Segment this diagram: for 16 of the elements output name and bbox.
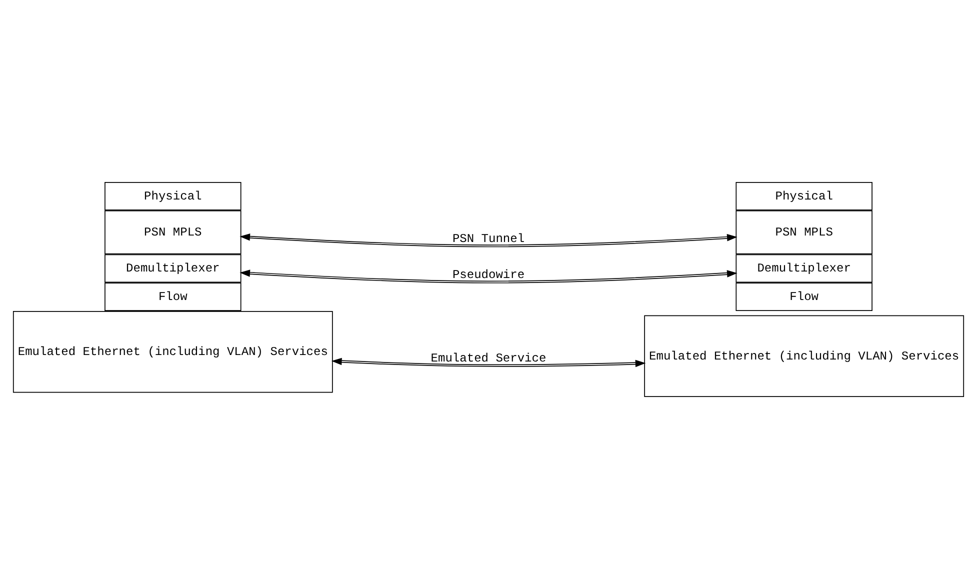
node-box: Demultiplexer bbox=[736, 254, 872, 283]
node-box: PSN MPLS bbox=[104, 210, 242, 254]
node-box: PSN MPLS bbox=[736, 210, 872, 254]
arrow bbox=[331, 358, 646, 368]
arrow bbox=[240, 234, 738, 248]
edge-label: Emulated Service bbox=[430, 351, 546, 366]
node-box: Flow bbox=[736, 282, 872, 311]
node-box: Physical bbox=[736, 182, 872, 210]
arrow bbox=[240, 270, 738, 284]
edge-label: Pseudowire bbox=[452, 268, 525, 282]
node-box: Flow bbox=[104, 282, 242, 311]
node-box: Emulated Ethernet (including VLAN) Services bbox=[644, 315, 964, 397]
edge-label: PSN Tunnel bbox=[452, 232, 525, 246]
node-box: Physical bbox=[104, 182, 242, 210]
node-box: Emulated Ethernet (including VLAN) Services bbox=[12, 311, 333, 393]
node-box: Demultiplexer bbox=[104, 254, 242, 283]
